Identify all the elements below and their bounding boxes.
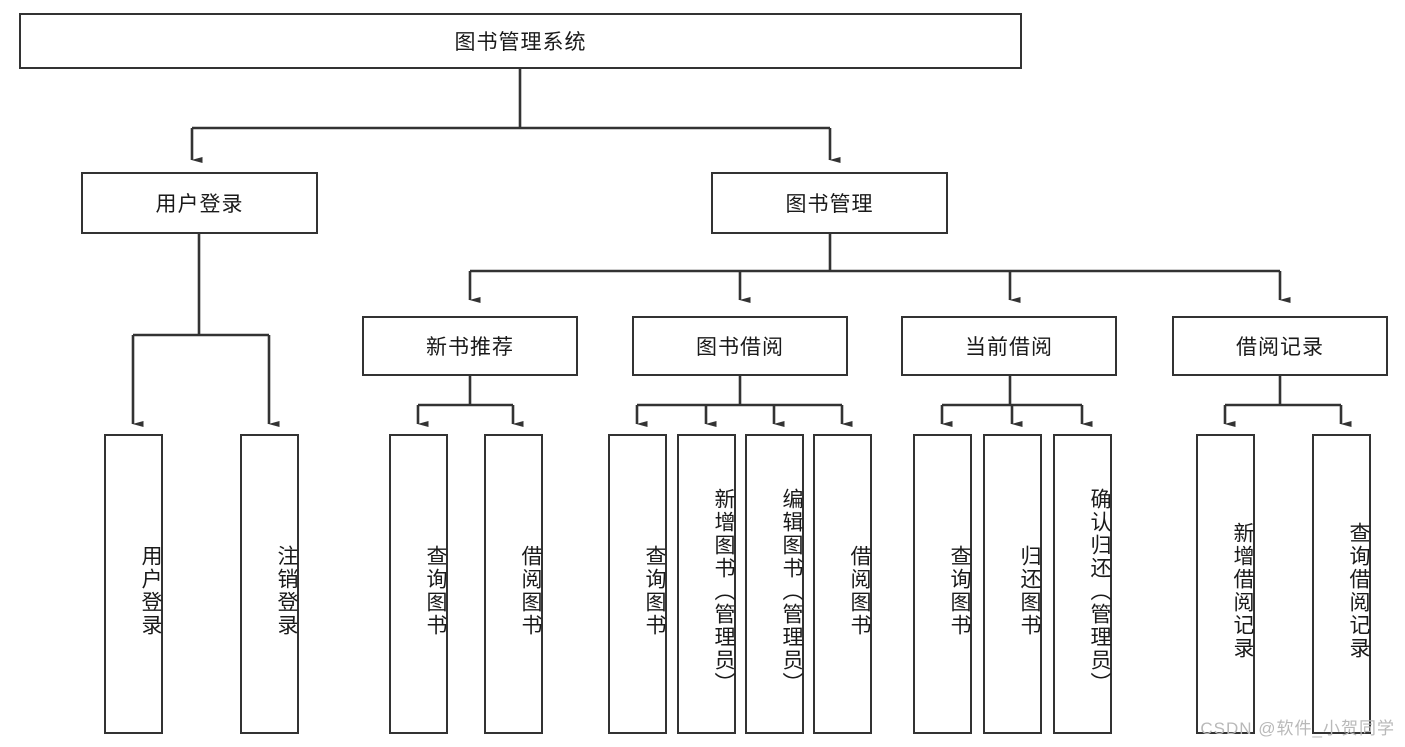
node-label: 图书管理系统: [454, 31, 587, 54]
node-label: 查询借阅记录: [1347, 522, 1370, 660]
node-borrow-record[interactable]: 借阅记录: [1172, 316, 1388, 376]
node-label: 查询图书: [643, 545, 666, 637]
leaf-add-book-admin[interactable]: 新增图书（管理员）: [677, 434, 736, 734]
node-label: 确认归还（管理员）: [1088, 487, 1111, 695]
node-label: 图书借阅: [696, 336, 784, 359]
node-current-borrow[interactable]: 当前借阅: [901, 316, 1117, 376]
node-label: 编辑图书（管理员）: [780, 487, 803, 695]
node-root-book-management-system[interactable]: 图书管理系统: [19, 13, 1022, 69]
leaf-confirm-return-admin[interactable]: 确认归还（管理员）: [1053, 434, 1112, 734]
leaf-query-book-borrow[interactable]: 查询图书: [608, 434, 667, 734]
leaf-logout-login[interactable]: 注销登录: [240, 434, 299, 734]
node-label: 新增借阅记录: [1231, 522, 1254, 660]
node-book-management[interactable]: 图书管理: [711, 172, 948, 234]
leaf-return-book[interactable]: 归还图书: [983, 434, 1042, 734]
leaf-edit-book-admin[interactable]: 编辑图书（管理员）: [745, 434, 804, 734]
watermark-text: CSDN @软件_小贺同学: [1200, 719, 1395, 738]
node-label: 用户登录: [155, 193, 244, 216]
node-label: 新书推荐: [426, 336, 514, 359]
node-label: 当前借阅: [965, 336, 1053, 359]
node-new-book-recommend[interactable]: 新书推荐: [362, 316, 578, 376]
node-user-login[interactable]: 用户登录: [81, 172, 318, 234]
node-label: 借阅图书: [848, 545, 871, 637]
node-label: 借阅记录: [1236, 336, 1324, 359]
node-label: 借阅图书: [519, 545, 542, 637]
node-label: 用户登录: [139, 545, 162, 637]
leaf-add-borrow-record[interactable]: 新增借阅记录: [1196, 434, 1255, 734]
leaf-query-book-recommend[interactable]: 查询图书: [389, 434, 448, 734]
node-label: 注销登录: [275, 545, 298, 637]
leaf-query-borrow-record[interactable]: 查询借阅记录: [1312, 434, 1371, 734]
leaf-query-book-current[interactable]: 查询图书: [913, 434, 972, 734]
leaf-borrow-book-recommend[interactable]: 借阅图书: [484, 434, 543, 734]
node-label: 查询图书: [424, 545, 447, 637]
node-label: 归还图书: [1018, 545, 1041, 637]
node-label: 新增图书（管理员）: [712, 487, 735, 695]
node-label: 图书管理: [785, 193, 874, 216]
node-book-borrow[interactable]: 图书借阅: [632, 316, 848, 376]
leaf-user-login[interactable]: 用户登录: [104, 434, 163, 734]
leaf-borrow-book[interactable]: 借阅图书: [813, 434, 872, 734]
node-label: 查询图书: [948, 545, 971, 637]
